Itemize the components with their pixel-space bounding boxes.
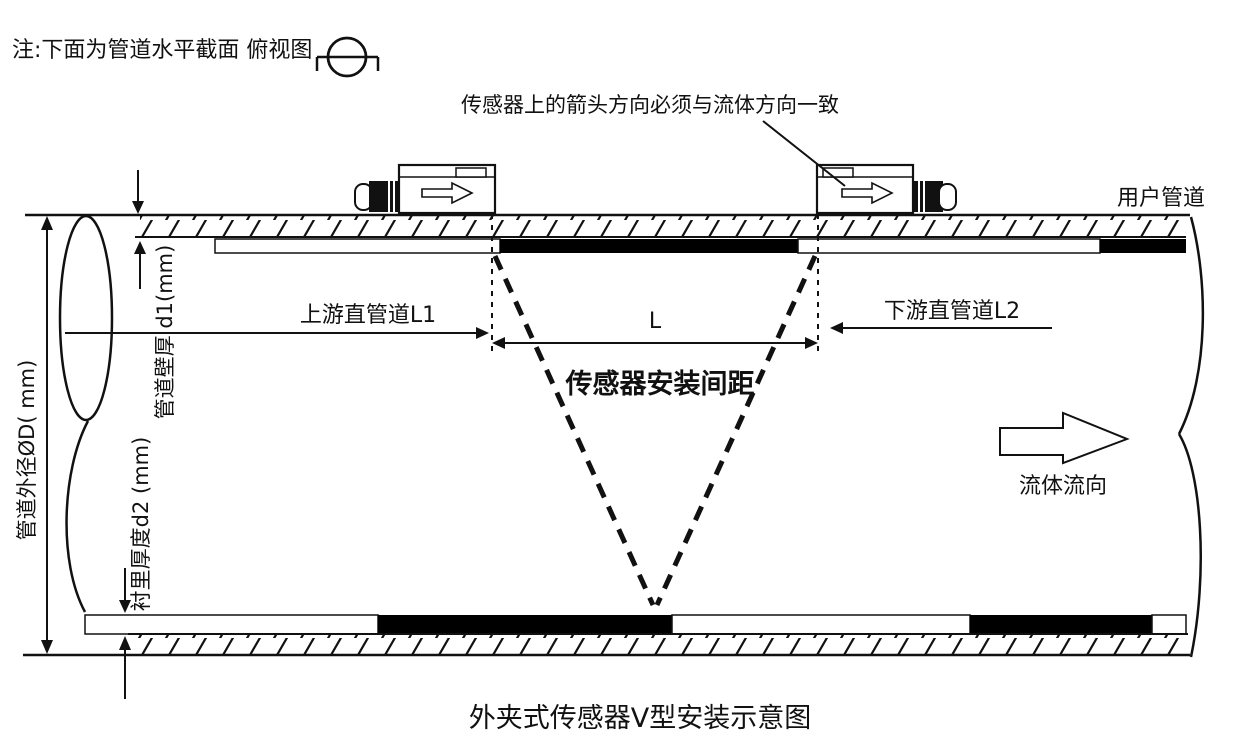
arrowhead-left bbox=[492, 337, 505, 349]
v-beam-left bbox=[492, 254, 656, 607]
symbol-circle bbox=[326, 36, 368, 78]
lining-segment-white bbox=[671, 614, 971, 635]
arrowhead-right bbox=[476, 327, 489, 339]
flow-direction-arrow-icon bbox=[421, 181, 474, 205]
downstream-length-label: 下游直管道L2 bbox=[884, 299, 1020, 324]
arrowhead-up bbox=[119, 636, 131, 650]
arrowhead-down bbox=[41, 640, 53, 654]
arrowhead-left bbox=[830, 322, 843, 334]
pipe-top-wall-hatch bbox=[140, 216, 1186, 237]
sensor-arrow-annotation: 传感器上的箭头方向必须与流体方向一致 bbox=[461, 93, 839, 117]
pipe-bottom-wall-hatch bbox=[128, 634, 1188, 655]
arrowhead-up bbox=[41, 216, 53, 230]
sensor-label-plate bbox=[455, 167, 487, 178]
lining-segment-white bbox=[1151, 614, 1187, 635]
dimension-wall-thickness bbox=[132, 170, 146, 289]
fluid-flow-label: 流体流向 bbox=[1019, 474, 1107, 499]
outer-diameter-label: 管道外径ØD( mm) bbox=[15, 360, 39, 541]
dimension-outer-diameter bbox=[41, 216, 53, 654]
pipe-bottom-lining bbox=[84, 614, 1187, 635]
dimension-spacing bbox=[492, 337, 818, 349]
lining-segment-black bbox=[500, 239, 798, 253]
arrowhead-right bbox=[805, 337, 818, 349]
dimension-downstream bbox=[830, 322, 1052, 334]
sensor-label-plate bbox=[822, 167, 854, 178]
dimension-lining-thickness bbox=[119, 568, 131, 699]
pipe bbox=[23, 213, 1205, 658]
lining-segment-white bbox=[214, 238, 501, 254]
lining-segment-white bbox=[797, 238, 1101, 254]
flow-direction-arrow-icon bbox=[841, 181, 894, 205]
upstream-length-label: 上游直管道L1 bbox=[300, 303, 436, 328]
v-path bbox=[491, 214, 819, 607]
dimension-upstream bbox=[65, 327, 489, 339]
v-beam-right bbox=[654, 254, 818, 607]
lining-segment-black bbox=[970, 615, 1152, 634]
diagram-title: 外夹式传感器V型安装示意图 bbox=[469, 703, 811, 734]
fluid-flow-arrow-icon bbox=[999, 411, 1130, 465]
sensor-upstream bbox=[354, 163, 497, 215]
pipe-right-end-lower-arc bbox=[1177, 433, 1202, 658]
cable-gland-cap bbox=[938, 183, 957, 211]
arrowhead-down bbox=[132, 201, 144, 214]
arrowhead-up bbox=[134, 241, 146, 254]
sensor-downstream bbox=[815, 163, 957, 215]
pipe-left-end-upper-ellipse bbox=[58, 214, 114, 422]
lining-segment-black bbox=[378, 615, 672, 634]
user-pipe-label: 用户管道 bbox=[1117, 186, 1205, 211]
annotation-leader-line bbox=[762, 120, 846, 187]
wall-thickness-label: 管道壁厚 d1(mm) bbox=[153, 245, 177, 420]
pipe-left-end-lower-arc bbox=[65, 420, 90, 613]
lining-segment-black bbox=[1100, 239, 1186, 253]
lining-segment-white bbox=[84, 614, 379, 635]
sensor-spacing-label: 传感器安装间距 bbox=[565, 368, 755, 400]
arrowhead-down bbox=[119, 600, 131, 613]
pipe-top-lining bbox=[214, 238, 1186, 254]
pipe-right-end-upper-arc bbox=[1177, 216, 1205, 435]
top-note-label: 注:下面为管道水平截面 俯视图 bbox=[12, 38, 312, 63]
top-view-symbol-icon bbox=[315, 36, 380, 78]
lining-thickness-label: 衬里厚度d2 (mm) bbox=[129, 437, 153, 612]
spacing-symbol-label: L bbox=[649, 309, 662, 334]
